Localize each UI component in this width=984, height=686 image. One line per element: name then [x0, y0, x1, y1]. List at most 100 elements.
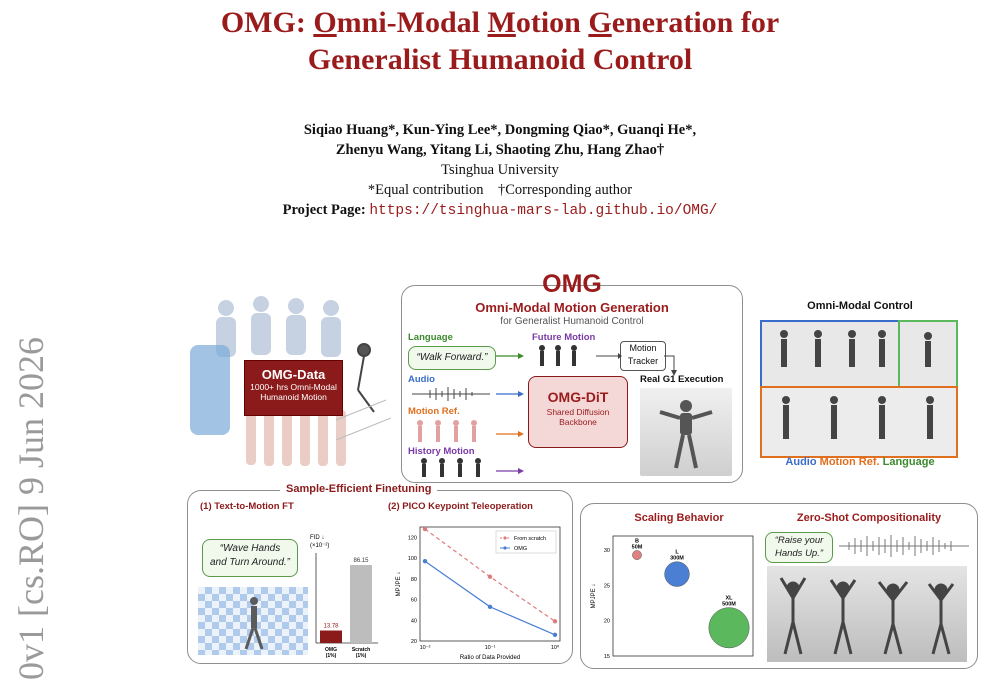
- wave-prompt-l2: and Turn Around.”: [209, 557, 291, 568]
- line-ytick-100: 100: [408, 556, 417, 562]
- center-heading: Omni-Modal Motion Generation: [475, 300, 669, 315]
- line-legend-label-1: OMG: [514, 546, 527, 552]
- wave-prompt-l1: “Wave Hands: [219, 543, 281, 554]
- line-point-0-1: [487, 574, 493, 579]
- omg-data-box: OMG-Data 1000+ hrs Omni-Modal Humanoid M…: [244, 360, 343, 416]
- real-exec-label: Real G1 Execution: [640, 374, 724, 385]
- line-ylabel: MPJPE ↓: [396, 572, 402, 597]
- title-line-2: Generalist Humanoid Control: [307, 43, 693, 76]
- bar-value-label-1: 86.15: [353, 558, 369, 564]
- line-ytick-60: 60: [411, 598, 417, 604]
- robots-raising-hands-icon: [779, 577, 955, 655]
- bar-ylabel-l1: FID ↓: [310, 535, 324, 541]
- checkerboard-scene: [198, 587, 308, 655]
- line-legend-box: [495, 530, 557, 554]
- future-robots-icon: [539, 345, 577, 366]
- tracker-line-1: Motion: [629, 343, 657, 353]
- title-m: M: [487, 6, 516, 39]
- line-point-0-2: [552, 619, 558, 624]
- title-otion: otion: [515, 6, 589, 39]
- scatter-ytick-30: 30: [604, 548, 610, 554]
- future-motion-label: Future Motion: [532, 332, 596, 343]
- finetune-sub2: (2) PICO Keypoint Teleoperation: [388, 501, 533, 512]
- scatter-point-2: [708, 607, 750, 649]
- robot-icon: [244, 597, 264, 650]
- title-omg: OMG:: [220, 6, 306, 39]
- omg-center-panel: OMG Omni-Modal Motion Generation for Gen…: [401, 270, 743, 483]
- omg-dit-box: OMG-DiT Shared Diffusion Backbone: [528, 376, 628, 448]
- line-point-0-0: [422, 526, 428, 532]
- control-legend: Audio Motion Ref. Language: [760, 456, 960, 468]
- control-robots-illustration: [780, 330, 934, 439]
- line-xtick-0: 10⁻²: [420, 645, 431, 651]
- line-series-1: [424, 560, 556, 636]
- bar-category-0-l2: (1%): [326, 653, 337, 659]
- line-plot-frame: [419, 526, 561, 642]
- control-motion-ref-frame: [760, 386, 958, 458]
- legend-audio: Audio: [785, 456, 817, 468]
- project-page: Project Page: https://tsinghua-mars-lab.…: [170, 200, 830, 221]
- raise-prompt-l2: Hands Up.”: [774, 548, 824, 559]
- omg-data-sub2: Humanoid Motion: [260, 392, 327, 402]
- motion-ref-figures-icon: [417, 420, 477, 442]
- scatter-point-0: [632, 550, 642, 560]
- line-ytick-120: 120: [408, 535, 417, 541]
- wave-hands-prompt: “Wave Hands and Turn Around.”: [202, 539, 298, 577]
- legend-language: Language: [882, 456, 935, 468]
- scatter-ylabel: MPJPE ↓: [591, 584, 597, 609]
- title-o: O: [313, 6, 337, 39]
- line-legend-marker-0: [503, 536, 507, 540]
- dit-line-1: Shared Diffusion: [546, 407, 610, 417]
- scatter-label-2-l2: 500M: [722, 602, 736, 608]
- input-language-label: Language: [408, 332, 453, 343]
- project-url[interactable]: https://tsinghua-mars-lab.github.io/OMG/: [369, 203, 718, 219]
- line-ytick-80: 80: [411, 577, 417, 583]
- finetune-panel: Sample-Efficient Finetuning (1) Text-to-…: [187, 490, 573, 664]
- scatter-label-1-l1: L: [675, 550, 679, 556]
- scatter-label-2-l1: XL: [725, 596, 733, 602]
- bar-category-1-l1: Scratch: [352, 647, 370, 653]
- center-subheading: for Generalist Humanoid Control: [500, 316, 644, 327]
- arxiv-stamp: 0v1 [cs.RO] 9 Jun 2026: [11, 337, 51, 680]
- scatter-label-0-l1: B: [635, 538, 639, 544]
- zeroshot-robot-photos: [767, 566, 967, 662]
- input-motion-ref-label: Motion Ref.: [408, 406, 460, 417]
- author-notes: *Equal contribution †Corresponding autho…: [367, 182, 633, 198]
- omg-data-title: OMG-Data: [261, 367, 326, 382]
- title-line-1: OMG: Omni-Modal Motion Generation for: [150, 4, 850, 41]
- zeroshot-title: Zero-Shot Compositionality: [796, 512, 942, 524]
- bar-category-0-l1: OMG: [325, 647, 337, 653]
- omg-data-sub1: 1000+ hrs Omni-Modal: [250, 382, 337, 392]
- line-xlabel: Ratio of Data Provided: [460, 655, 520, 661]
- bar-value-label-0: 13.78: [323, 624, 339, 630]
- bar-0: [320, 630, 342, 643]
- authors-block: Siqiao Huang*, Kun-Ying Lee*, Dongming Q…: [170, 120, 830, 221]
- dit-title: OMG-DiT: [547, 389, 609, 405]
- title-eneration: eneration for: [611, 6, 780, 39]
- scatter-label-0-l2: 50M: [632, 544, 643, 550]
- paper-title: OMG: Omni-Modal Motion Generation for Ge…: [150, 4, 850, 78]
- title-g: G: [588, 6, 612, 39]
- tracker-line-2: Tracker: [627, 356, 659, 366]
- dit-line-2: Backbone: [559, 417, 597, 427]
- scatter-ytick-20: 20: [604, 619, 610, 625]
- line-legend-marker-1: [503, 546, 507, 550]
- tracker-arrow: [596, 353, 677, 376]
- omg-data-collage: OMG-Data 1000+ hrs Omni-Modal Humanoid M…: [186, 290, 392, 470]
- legend-motion-ref: Motion Ref.: [819, 456, 880, 468]
- history-robots-icon: [421, 458, 481, 477]
- line-xtick-1: 10⁻¹: [485, 645, 496, 651]
- bar-1: [350, 565, 372, 643]
- scaling-panel: Scaling Behavior Zero-Shot Compositional…: [580, 503, 978, 669]
- real-robot-photo: [640, 388, 732, 476]
- line-ytick-40: 40: [411, 618, 417, 624]
- scatter-ytick-25: 25: [604, 583, 610, 589]
- audio-waveform-icon: [412, 387, 490, 401]
- language-prompt-chip: “Walk Forward.”: [408, 346, 496, 370]
- zeroshot-audio-waveform-icon: [839, 535, 969, 557]
- control-title: Omni-Modal Control: [807, 300, 913, 312]
- scaling-title: Scaling Behavior: [634, 512, 724, 524]
- finetune-sub1: (1) Text-to-Motion FT: [200, 501, 294, 512]
